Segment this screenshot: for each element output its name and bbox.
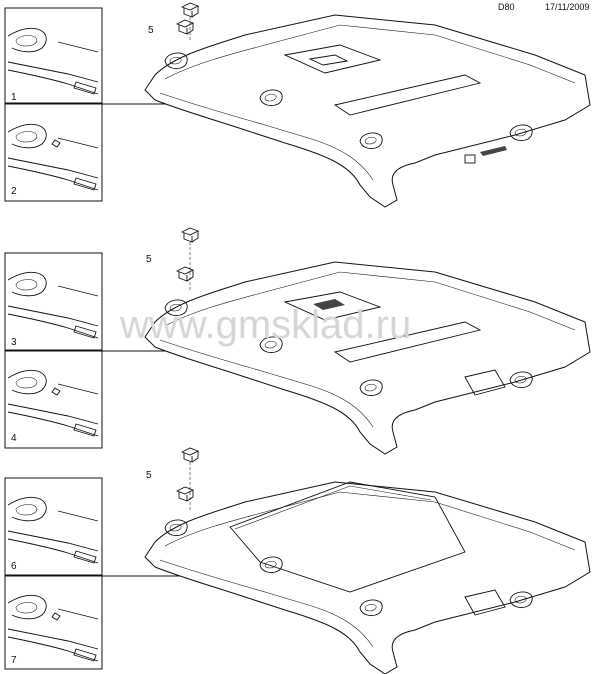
callout-5-bottom: 5 <box>146 470 152 481</box>
callout-4: 4 <box>11 433 17 444</box>
detail-box-4 <box>4 350 103 449</box>
callout-6: 6 <box>11 561 17 572</box>
headliner-3 <box>144 481 591 674</box>
section-2: 3 4 5 <box>4 227 591 455</box>
diagram-date: 17/11/2009 <box>545 2 590 12</box>
watermark: www.gmsklad.ru <box>119 303 411 347</box>
section-1: 1 2 5 <box>4 2 591 208</box>
callout-3: 3 <box>11 337 17 348</box>
detail-box-3 <box>4 252 103 351</box>
callout-5-middle: 5 <box>146 254 152 265</box>
headliner-1 <box>144 14 591 208</box>
detail-box-1 <box>4 7 103 104</box>
headliner-2 <box>144 261 591 455</box>
callout-1: 1 <box>11 92 17 103</box>
callout-7: 7 <box>11 655 17 666</box>
detail-box-7 <box>4 575 103 670</box>
callout-5-top: 5 <box>148 25 154 36</box>
diagram-code: D80 <box>498 2 515 12</box>
detail-box-6 <box>4 477 103 576</box>
callout-2: 2 <box>11 186 17 197</box>
section-3: 6 7 5 <box>4 447 591 674</box>
